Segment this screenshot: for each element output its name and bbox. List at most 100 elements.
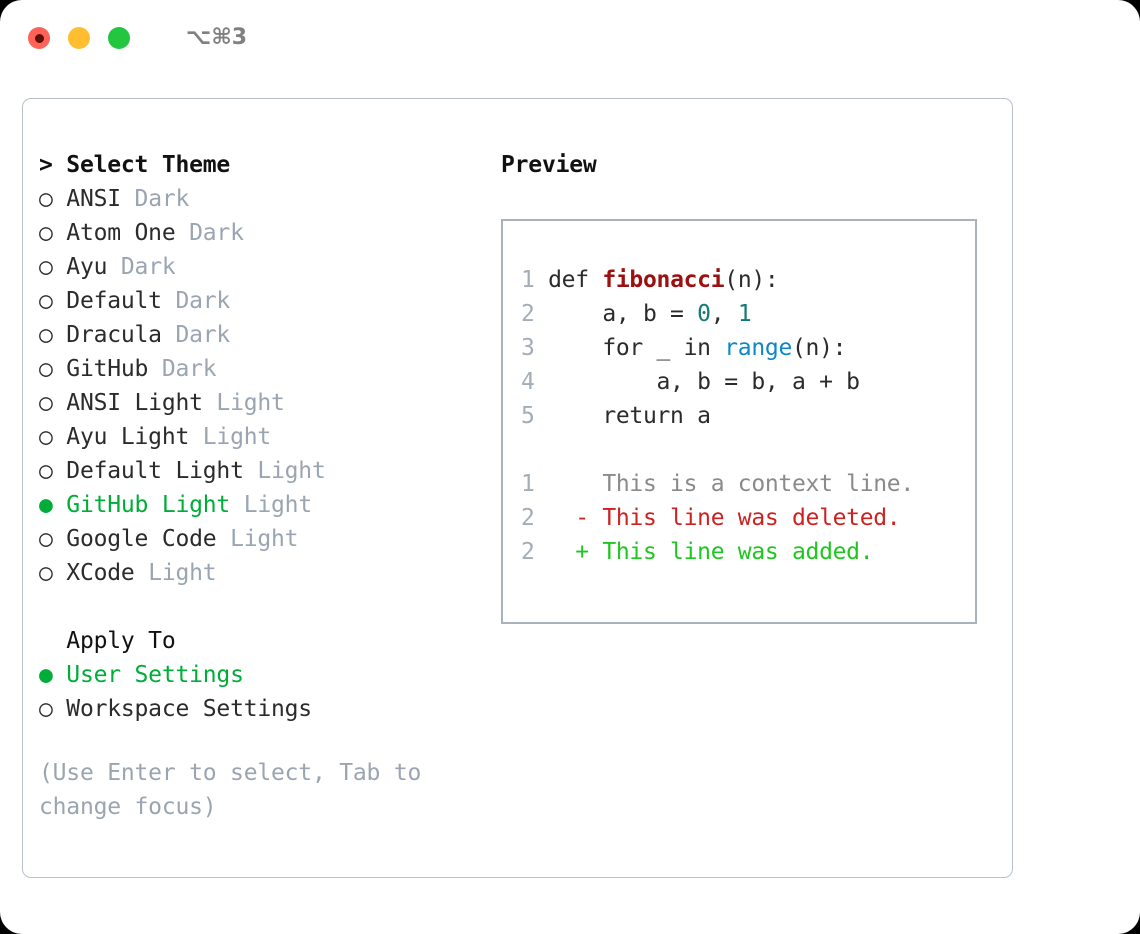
theme-list: ○ ANSI Dark○ Atom One Dark○ Ayu Dark○ De… xyxy=(39,182,489,590)
radio-unselected-icon: ○ xyxy=(39,560,53,586)
title-bar: ⌥⌘3 xyxy=(0,0,1140,76)
theme-list-item[interactable]: ○ Default Light Light xyxy=(39,454,489,488)
theme-variant-tag: Dark xyxy=(175,220,244,246)
theme-list-item[interactable]: ○ ANSI Dark xyxy=(39,182,489,216)
radio-unselected-icon: ○ xyxy=(39,186,53,212)
line-number: 1 xyxy=(521,267,535,293)
line-number: 4 xyxy=(521,369,535,395)
apply-to-item[interactable]: ● User Settings xyxy=(39,658,489,692)
diff-line: 2 - This line was deleted. xyxy=(521,501,975,535)
theme-selector-column: > Select Theme ○ ANSI Dark○ Atom One Dar… xyxy=(39,148,489,824)
code-number-token: 0 xyxy=(697,301,711,327)
code-indent xyxy=(535,403,603,429)
radio-unselected-icon: ○ xyxy=(39,288,53,314)
radio-selected-icon: ● xyxy=(39,662,53,688)
theme-name-label: Dracula xyxy=(52,322,162,348)
theme-name-label: XCode xyxy=(52,560,135,586)
close-dot[interactable] xyxy=(28,27,50,49)
code-indent xyxy=(535,335,603,361)
radio-unselected-icon: ○ xyxy=(39,696,53,722)
theme-name-label: Default xyxy=(52,288,162,314)
theme-variant-tag: Dark xyxy=(148,356,217,382)
main-panel: > Select Theme ○ ANSI Dark○ Atom One Dar… xyxy=(22,98,1013,878)
code-line: 4 a, b = b, a + b xyxy=(521,365,975,399)
radio-unselected-icon: ○ xyxy=(39,526,53,552)
apply-to-label: User Settings xyxy=(52,662,244,688)
code-text: , xyxy=(710,301,738,327)
theme-name-label: Ayu xyxy=(52,254,108,280)
list-spacer xyxy=(39,590,489,624)
diff-marker: + xyxy=(534,539,603,565)
theme-variant-tag: Light xyxy=(189,424,272,450)
line-number: 2 xyxy=(521,539,535,565)
code-builtin-token: range xyxy=(724,335,792,361)
code-line: 1 def fibonacci(n): xyxy=(521,263,975,297)
theme-list-item[interactable]: ○ Ayu Dark xyxy=(39,250,489,284)
radio-unselected-icon: ○ xyxy=(39,322,53,348)
diff-marker xyxy=(535,471,603,497)
code-line: 3 for _ in range(n): xyxy=(521,331,975,365)
theme-name-label: GitHub xyxy=(52,356,149,382)
radio-unselected-icon: ○ xyxy=(39,424,53,450)
code-text: (n): xyxy=(792,335,847,361)
preview-title: Preview xyxy=(501,152,597,178)
theme-list-item[interactable]: ○ Atom One Dark xyxy=(39,216,489,250)
theme-variant-tag: Light xyxy=(243,458,326,484)
code-line: 5 return a xyxy=(521,399,975,433)
line-number: 2 xyxy=(521,505,535,531)
radio-unselected-icon: ○ xyxy=(39,390,53,416)
diff-sample: 1 This is a context line.2 - This line w… xyxy=(521,467,975,569)
line-number: 2 xyxy=(521,301,535,327)
radio-unselected-icon: ○ xyxy=(39,254,53,280)
radio-unselected-icon: ○ xyxy=(39,356,53,382)
keyboard-shortcut-label: ⌥⌘3 xyxy=(186,25,248,50)
apply-to-header: Apply To xyxy=(39,628,176,654)
radio-unselected-icon: ○ xyxy=(39,458,53,484)
theme-variant-tag: Dark xyxy=(161,288,231,314)
line-number: 5 xyxy=(521,403,535,429)
theme-variant-tag: Light xyxy=(202,390,285,416)
preview-box: 1 def fibonacci(n): 2 a, b = 0, 1 3 for _ … xyxy=(501,219,977,624)
theme-list-item[interactable]: ○ XCode Light xyxy=(39,556,489,590)
theme-list-item[interactable]: ● GitHub Light Light xyxy=(39,488,489,522)
radio-selected-icon: ● xyxy=(39,492,53,518)
theme-variant-tag: Light xyxy=(134,560,217,586)
theme-name-label: Google Code xyxy=(52,526,217,552)
theme-name-label: ANSI xyxy=(52,186,121,212)
theme-name-label: ANSI Light xyxy=(52,390,203,416)
theme-variant-tag: Dark xyxy=(161,322,231,348)
diff-text: This line was deleted. xyxy=(602,505,901,531)
apply-to-item[interactable]: ○ Workspace Settings xyxy=(39,692,489,726)
code-text: a, b = b, a + b xyxy=(656,369,861,395)
diff-line: 2 + This line was added. xyxy=(521,535,975,569)
apply-to-list: ● User Settings○ Workspace Settings xyxy=(39,658,489,726)
theme-variant-tag: Light xyxy=(230,492,312,518)
code-text: a, b = xyxy=(602,301,698,327)
code-function-token: fibonacci xyxy=(602,267,725,293)
code-number-token: 1 xyxy=(737,301,752,327)
code-text: for _ in xyxy=(602,335,725,361)
theme-name-label: GitHub Light xyxy=(52,492,231,518)
diff-marker: - xyxy=(534,505,603,531)
maximize-dot[interactable] xyxy=(108,27,130,49)
theme-list-item[interactable]: ○ Google Code Light xyxy=(39,522,489,556)
theme-list-item[interactable]: ○ ANSI Light Light xyxy=(39,386,489,420)
minimize-dot[interactable] xyxy=(68,27,90,49)
radio-unselected-icon: ○ xyxy=(39,220,53,246)
select-theme-header: > Select Theme xyxy=(39,152,231,178)
theme-variant-tag: Dark xyxy=(120,186,190,212)
line-number: 1 xyxy=(521,471,535,497)
code-indent xyxy=(535,369,657,395)
diff-line: 1 This is a context line. xyxy=(521,467,975,501)
theme-list-item[interactable]: ○ Dracula Dark xyxy=(39,318,489,352)
diff-text: This is a context line. xyxy=(602,471,914,497)
code-indent xyxy=(535,301,603,327)
theme-list-item[interactable]: ○ Default Dark xyxy=(39,284,489,318)
theme-list-item[interactable]: ○ Ayu Light Light xyxy=(39,420,489,454)
theme-list-item[interactable]: ○ GitHub Dark xyxy=(39,352,489,386)
code-sample: 1 def fibonacci(n): 2 a, b = 0, 1 3 for _ … xyxy=(521,263,975,433)
keyboard-hint-text: (Use Enter to select, Tab to change focu… xyxy=(39,760,422,820)
preview-column: Preview 1 def fibonacci(n): 2 a, b = 0, 1… xyxy=(501,148,991,624)
code-text: (n): xyxy=(724,267,779,293)
